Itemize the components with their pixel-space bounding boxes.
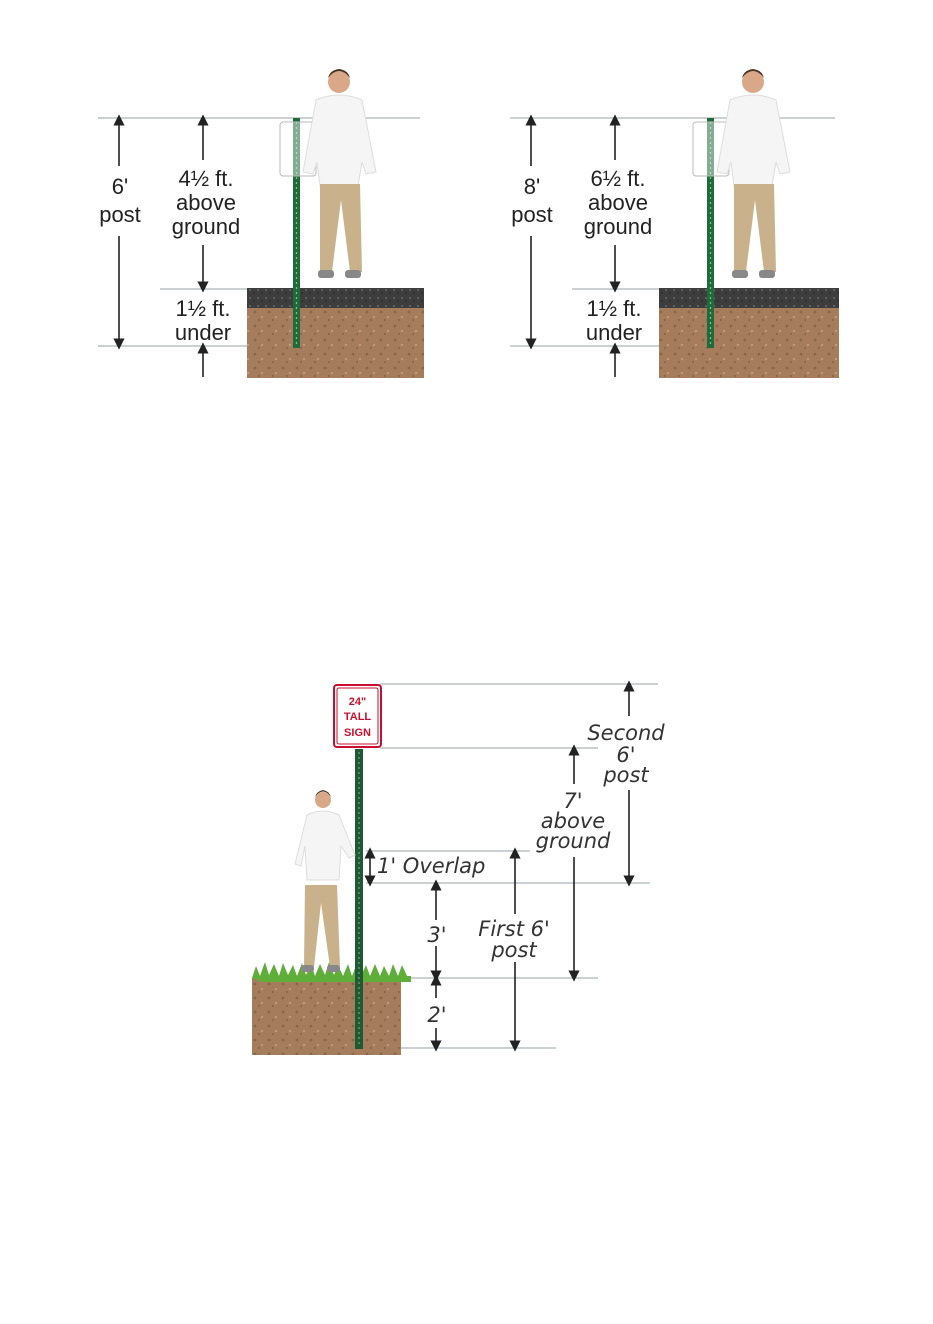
soil-layer: [659, 308, 839, 378]
above-value-label: 6½ ft.: [590, 166, 645, 191]
above-line1-label: above: [588, 190, 648, 215]
sign-24-tall: 24" TALL SIGN: [334, 685, 381, 747]
asphalt-layer: [659, 288, 839, 308]
person-figure: [295, 790, 355, 972]
under-value-label: 1½ ft.: [175, 296, 230, 321]
under-word-label: under: [586, 320, 642, 345]
above-line1-label: above: [176, 190, 236, 215]
post-word-label: post: [511, 202, 553, 227]
under-word-label: under: [175, 320, 231, 345]
three-foot-label: 3': [427, 923, 446, 947]
overlap-label: 1' Overlap: [377, 854, 485, 878]
soil-layer: [252, 978, 401, 1055]
above-value-label: 4½ ft.: [178, 166, 233, 191]
post-length-label: 6': [112, 174, 128, 199]
above-line3-label: ground: [536, 829, 611, 853]
first-line2-label: post: [490, 938, 537, 962]
sign-line2: TALL: [344, 711, 372, 723]
above-line2-label: ground: [584, 214, 653, 239]
second-line3-label: post: [602, 763, 649, 787]
under-value-label: 1½ ft.: [586, 296, 641, 321]
second-line1-label: Second: [587, 721, 665, 745]
diagram-spliced-posts: 24" TALL SIGN Second 6' post 7' above: [252, 684, 665, 1055]
asphalt-layer: [247, 288, 424, 308]
diagram-six-foot-post: 6' post 4½ ft. above ground 1½ ft. under: [98, 69, 424, 378]
sign-line3: SIGN: [344, 727, 371, 739]
sign-line1: 24": [349, 696, 366, 708]
diagram-eight-foot-post: 8' post 6½ ft. above ground 1½ ft. under: [510, 69, 839, 378]
two-foot-label: 2': [427, 1003, 446, 1027]
post-word-label: post: [99, 202, 141, 227]
post-length-label: 8': [524, 174, 540, 199]
above-line2-label: ground: [172, 214, 241, 239]
soil-layer: [247, 308, 424, 378]
